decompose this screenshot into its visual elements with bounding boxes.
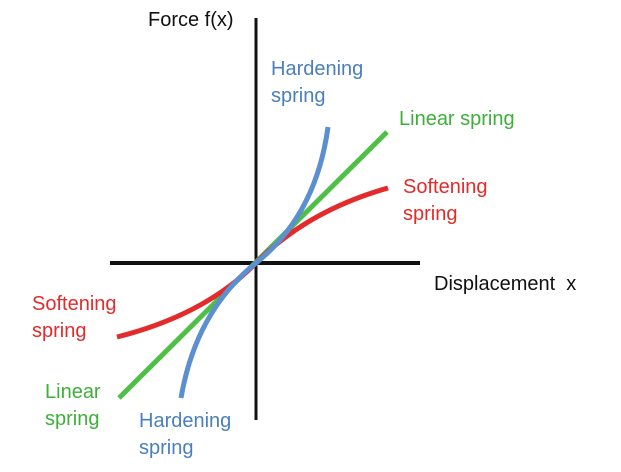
linear-label-bottom: Linear spring <box>45 381 101 430</box>
hardening-spring-curve <box>178 126 331 399</box>
linear-label-top: Linear spring <box>399 108 515 130</box>
x-axis-label: Displacement x <box>434 273 577 295</box>
y-axis-label: Force f(x) <box>148 9 234 31</box>
softening-label-top: Softening spring <box>403 176 488 225</box>
hardening-label-top: Hardening spring <box>271 58 364 107</box>
hardening-label-bottom: Hardening spring <box>139 410 232 459</box>
softening-label-bottom: Softening spring <box>32 293 117 342</box>
